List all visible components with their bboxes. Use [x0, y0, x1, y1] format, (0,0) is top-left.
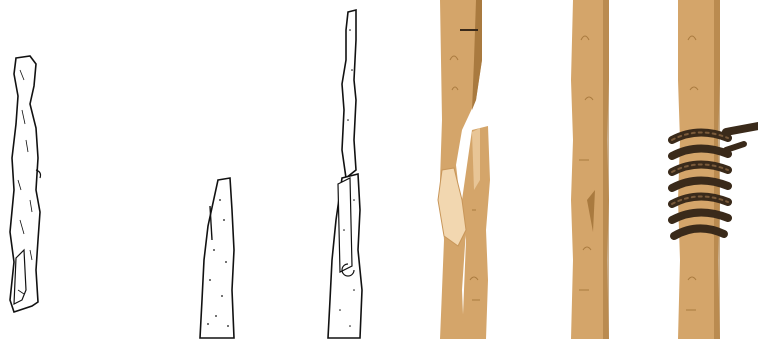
rootstock-outline: [200, 178, 234, 338]
color-joined-panel: [565, 0, 615, 339]
color-cut-face: [438, 168, 466, 246]
color-tied-panel: [668, 0, 758, 339]
scion-cut-face: [14, 250, 26, 304]
joined-drawing: [320, 0, 370, 339]
color-cut-svg: [432, 0, 502, 339]
color-cut-panel: [432, 0, 502, 339]
scion-svg: [0, 0, 60, 339]
rootstock-svg: [190, 0, 240, 339]
color-joined-svg: [565, 0, 615, 339]
joined-scion-outline: [342, 10, 356, 178]
joined-graft-wedge: [338, 178, 352, 272]
rootstock-drawing: [190, 0, 240, 339]
color-joined-shade: [603, 0, 609, 339]
scion-drawing: [0, 0, 60, 339]
joined-svg: [320, 0, 370, 339]
color-tied-svg: [668, 0, 758, 339]
